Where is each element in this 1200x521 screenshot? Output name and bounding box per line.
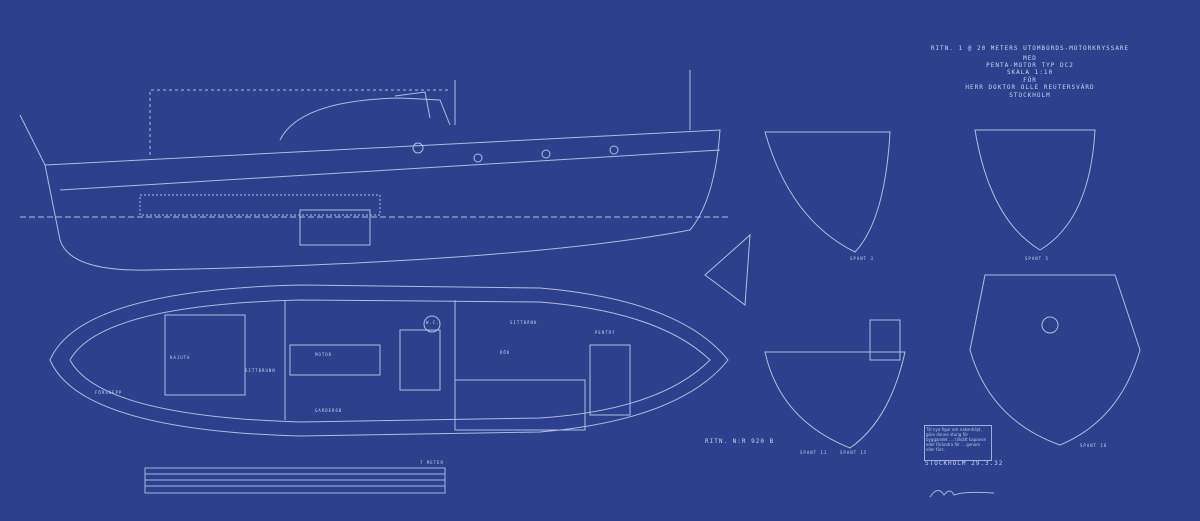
section-label: Spant 3 [850,256,874,261]
section-label: Spant 15 [840,450,868,455]
plan-label: Garderob [315,408,343,413]
scale-bar [144,467,446,494]
place-date: Stockholm 29.3.32 [925,460,1004,467]
plan-label: Kajuta [170,355,191,360]
plan-label: Förskepp [95,390,123,395]
profile-view [19,70,730,271]
section-label: Spant 5 [1025,256,1049,261]
plan-view [49,284,729,437]
section-label: Spant 11 [800,450,828,455]
plan-label: Kök [500,350,511,355]
drawing-number: Ritn. N:r 920 B [705,438,775,445]
title-line: Skala 1:10 [1006,69,1054,76]
title-line: Herr Doktor Olle Reutersvärd [965,84,1095,91]
plan-label: Motor [315,352,333,357]
plan-label: W.C. [426,320,440,325]
plan-label: Pentry [595,330,616,335]
section-label: Spant 18 [1080,443,1108,448]
title-line: med [1023,55,1037,62]
title-line: Stockholm [1009,92,1051,99]
sections [704,129,1141,449]
title-line: för [1023,77,1037,84]
title-line: Ritn. 1 @ 20 meters utombords-motorkryss… [930,45,1130,52]
note-box: Till nya figur om nakenhöjd, göre donne … [924,425,992,461]
plan-label: Sittbrunn [245,368,276,373]
title-line: Penta-motor typ DC2 [986,62,1074,69]
scale-label: 7 meter [420,460,444,465]
signature [929,490,995,498]
plan-label: Sittbänk [510,320,538,325]
